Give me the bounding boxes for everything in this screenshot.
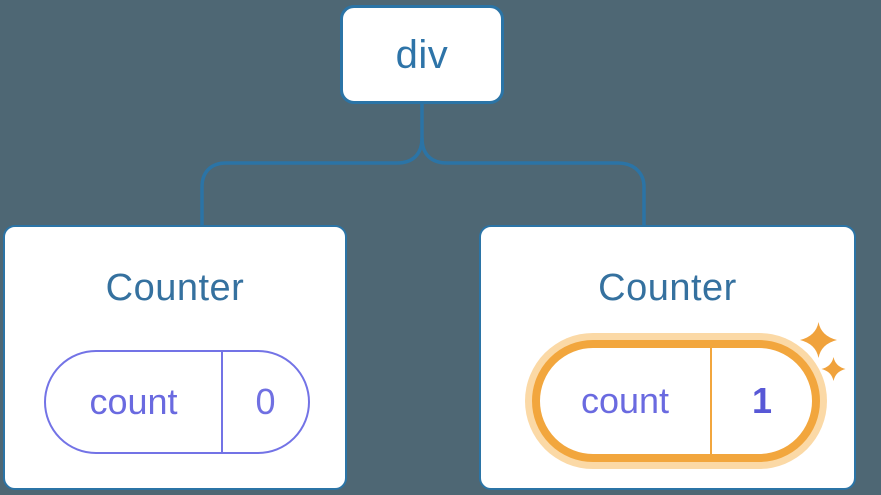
counter-card-left: Counter count 0 (3, 225, 347, 490)
root-node-label: div (395, 32, 449, 77)
state-key-label: count (46, 352, 223, 452)
root-node-div: div (340, 5, 504, 104)
state-pill-highlighted: count 1 (532, 340, 820, 462)
state-key-label: count (540, 348, 712, 454)
counter-title: Counter (105, 267, 245, 309)
sparkles-icon (800, 322, 846, 381)
counter-title: Counter (598, 267, 737, 309)
state-value: 1 (751, 380, 773, 421)
state-value: 0 (255, 381, 276, 422)
counter-card-right: Counter count 1 (479, 225, 856, 490)
state-pill: count 0 (44, 350, 310, 454)
